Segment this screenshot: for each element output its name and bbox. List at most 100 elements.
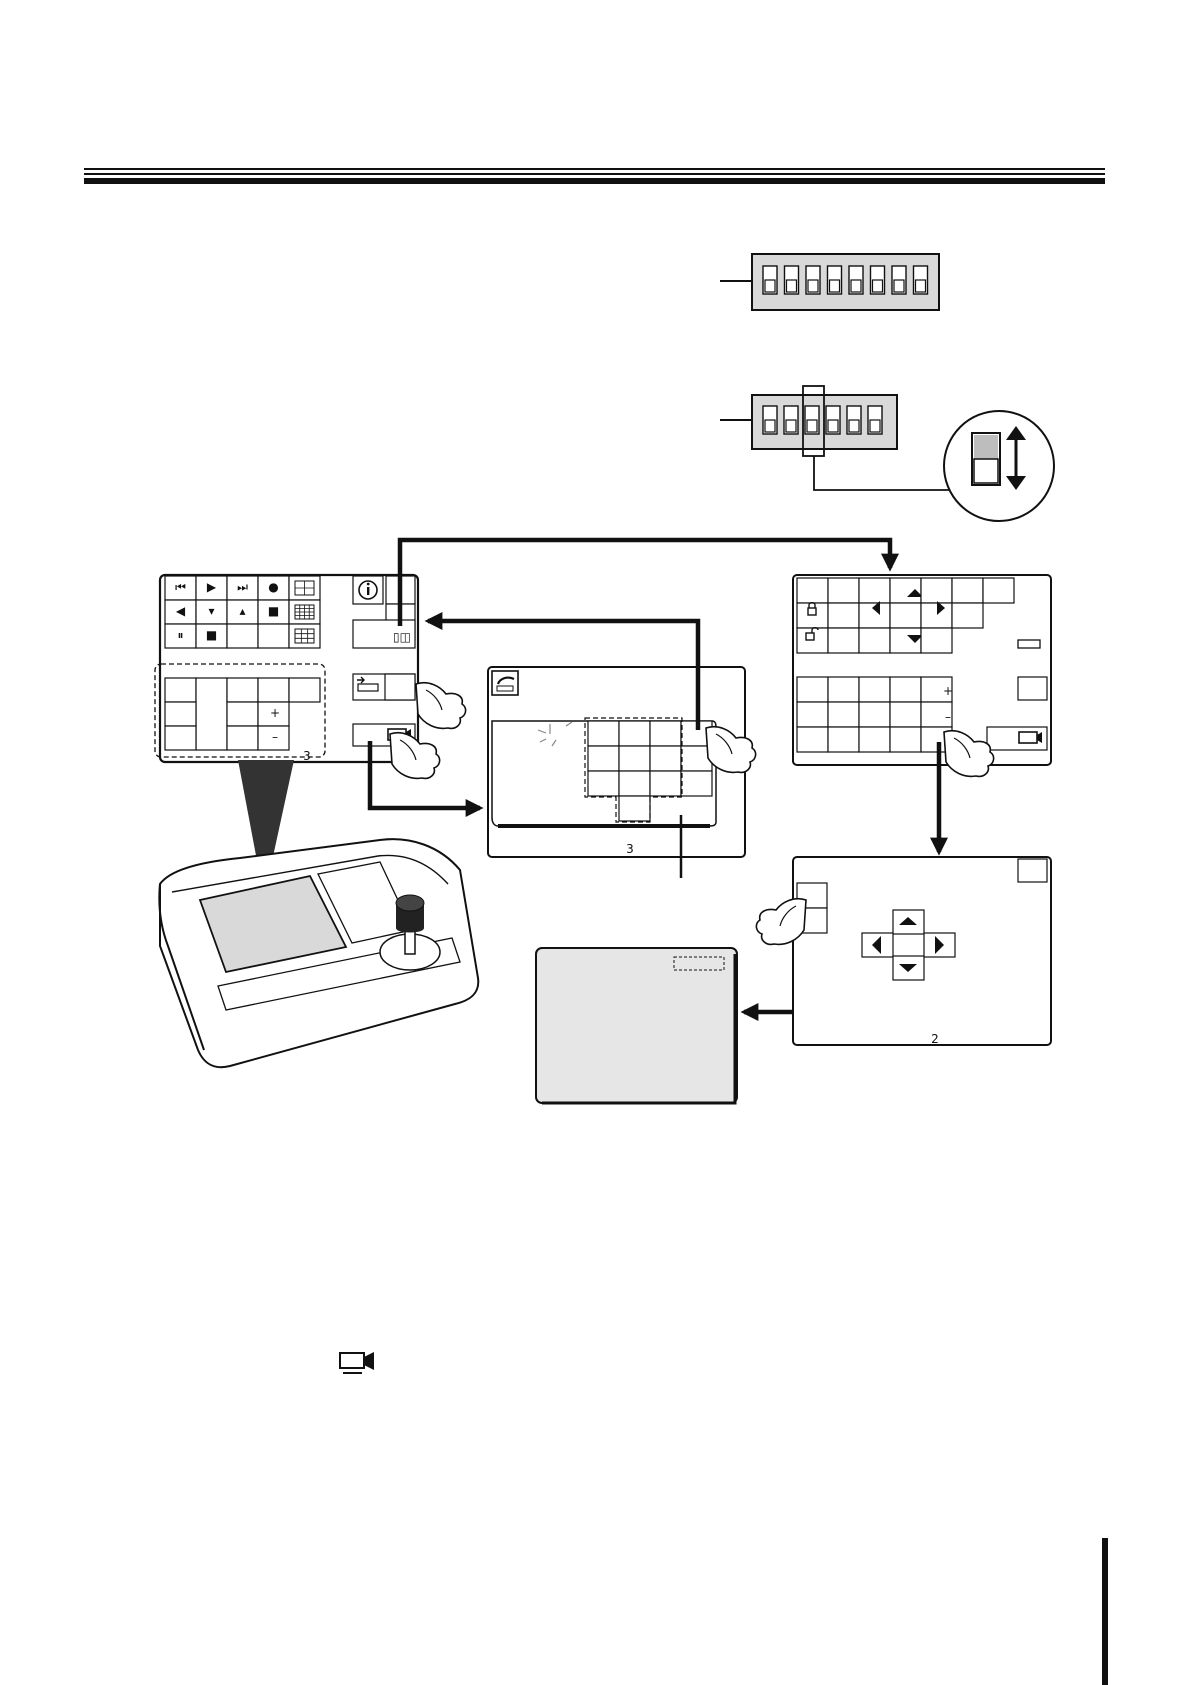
control-key[interactable] xyxy=(828,677,859,702)
dip-switch-toggle xyxy=(828,266,842,294)
channel-cell[interactable] xyxy=(619,796,650,821)
dip-switch-toggle xyxy=(847,406,861,434)
transport-key[interactable] xyxy=(289,624,320,648)
camera-glyph-icon xyxy=(340,1352,374,1373)
keyboard-icon xyxy=(1018,640,1040,648)
control-minus-key: – xyxy=(945,710,951,724)
dip-switch-toggle xyxy=(849,266,863,294)
control-key[interactable] xyxy=(859,628,890,653)
transport-key[interactable] xyxy=(227,624,258,648)
control-key[interactable] xyxy=(921,578,952,603)
control-key[interactable] xyxy=(828,727,859,752)
control-key[interactable] xyxy=(859,727,890,752)
switch-slide-icon xyxy=(972,433,1000,485)
switch-detail xyxy=(944,411,1054,521)
dip-switch-6-icon xyxy=(720,386,955,490)
control-key[interactable] xyxy=(859,702,890,727)
control-key[interactable] xyxy=(890,677,921,702)
main-plus-key: + xyxy=(270,706,280,720)
control-key[interactable] xyxy=(797,727,828,752)
dip-switch-toggle xyxy=(805,406,819,434)
keyboard-device xyxy=(159,839,478,1067)
control-plus-key: + xyxy=(943,684,953,698)
control-key[interactable] xyxy=(983,578,1014,603)
numeric-key[interactable] xyxy=(289,678,320,702)
up-icon: ■ xyxy=(268,604,279,618)
control-key[interactable] xyxy=(921,628,952,653)
control-key[interactable] xyxy=(797,702,828,727)
control-key[interactable] xyxy=(797,578,828,603)
numeric-key[interactable] xyxy=(227,726,258,750)
channel-cell[interactable] xyxy=(650,771,681,796)
dip-switch-toggle xyxy=(914,266,928,294)
dip-switch-toggle xyxy=(763,406,777,434)
channel-cell[interactable] xyxy=(619,771,650,796)
control-key[interactable] xyxy=(890,603,921,628)
channel-cell[interactable] xyxy=(681,771,712,796)
control-key[interactable] xyxy=(859,578,890,603)
ptz-panel: 2 xyxy=(793,857,1051,1046)
page-side-bar xyxy=(1102,1538,1108,1685)
channel-cell[interactable] xyxy=(588,746,619,771)
channel-cell[interactable] xyxy=(619,721,650,746)
dip-switch-toggle xyxy=(892,266,906,294)
hand-pointer-icon xyxy=(416,683,466,729)
control-key[interactable] xyxy=(828,603,859,628)
control-key[interactable] xyxy=(952,603,983,628)
dip-switch-toggle xyxy=(785,266,799,294)
reverse-play-icon: ▾ xyxy=(208,604,214,618)
fast-forward-icon: ⏭ xyxy=(237,580,248,594)
down-icon: ▴ xyxy=(239,604,245,618)
control-panel: + – xyxy=(793,575,1051,765)
numeric-key[interactable] xyxy=(165,702,196,726)
stop-icon: ⏸ xyxy=(177,628,183,642)
page-mark: 3 xyxy=(303,749,311,763)
control-key[interactable] xyxy=(890,702,921,727)
numeric-key[interactable] xyxy=(196,678,227,750)
channel-cell[interactable] xyxy=(588,721,619,746)
nine-view-icon: ■ xyxy=(206,628,217,642)
page-mark: 3 xyxy=(626,842,634,856)
dip-switch-toggle xyxy=(784,406,798,434)
numeric-key[interactable] xyxy=(227,678,258,702)
main-minus-key: – xyxy=(272,730,278,744)
control-key[interactable] xyxy=(890,727,921,752)
dip-switch-8-icon xyxy=(720,254,939,310)
dip-switch-toggle xyxy=(871,266,885,294)
numeric-key[interactable] xyxy=(165,678,196,702)
record-icon: ● xyxy=(268,580,278,594)
dip-switch-toggle xyxy=(868,406,882,434)
header-rule xyxy=(84,168,1105,184)
numeric-key[interactable] xyxy=(227,702,258,726)
transport-key[interactable] xyxy=(258,624,289,648)
channel-cell[interactable] xyxy=(650,746,681,771)
quad-view-icon: ◀ xyxy=(176,604,186,618)
control-key[interactable] xyxy=(828,578,859,603)
info-icon xyxy=(353,576,383,604)
monitor xyxy=(536,948,737,1103)
control-key[interactable] xyxy=(921,603,952,628)
hand-pointer-icon xyxy=(390,733,440,779)
channel-cell[interactable] xyxy=(619,746,650,771)
numeric-key[interactable] xyxy=(165,726,196,750)
hand-pointer-icon xyxy=(706,727,756,773)
page-mark: 2 xyxy=(931,1032,939,1046)
dip-switch-toggle xyxy=(763,266,777,294)
dip-switch-toggle xyxy=(826,406,840,434)
main-panel: ⏮ ▶ ⏭ ● ◀ ▾ ▴ ■ ⏸ ■ ▯◫ + – 3 xyxy=(155,575,418,763)
control-key[interactable] xyxy=(828,702,859,727)
control-key[interactable] xyxy=(952,578,983,603)
channel-cell[interactable] xyxy=(650,721,681,746)
numeric-key[interactable] xyxy=(258,678,289,702)
rewind-icon: ⏮ xyxy=(175,580,186,594)
handset-icon xyxy=(492,671,518,695)
hand-pointer-icon xyxy=(756,899,806,945)
control-key[interactable] xyxy=(797,677,828,702)
control-key[interactable] xyxy=(859,677,890,702)
dip-switch-toggle xyxy=(806,266,820,294)
switch-glyph: ▯◫ xyxy=(393,630,411,644)
channel-cell[interactable] xyxy=(588,771,619,796)
control-key[interactable] xyxy=(828,628,859,653)
play-icon: ▶ xyxy=(207,580,217,594)
